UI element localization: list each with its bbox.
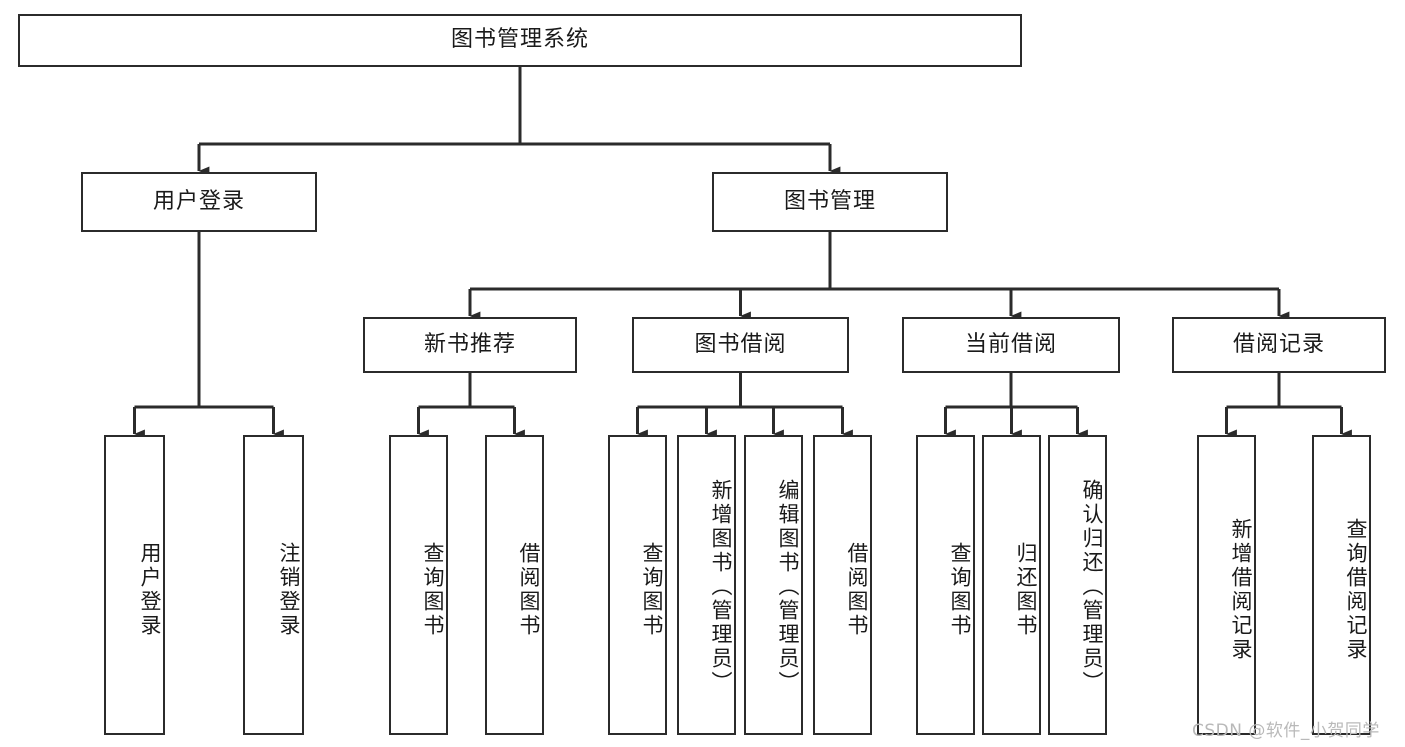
node-book-borrow-label: 图书借阅 <box>694 331 787 357</box>
leaf-query-books-current-label: 查询图书 <box>948 542 972 638</box>
leaf-user-login-label: 用户登录 <box>138 542 162 638</box>
node-current-borrow[interactable]: 当前借阅 <box>902 317 1120 373</box>
node-root[interactable]: 图书管理系统 <box>18 14 1022 67</box>
leaf-borrow-books-recommend-label: 借阅图书 <box>517 542 541 638</box>
leaf-return-books-label: 归还图书 <box>1014 542 1038 638</box>
node-book-management-label: 图书管理 <box>783 188 876 214</box>
node-borrow-record-label: 借阅记录 <box>1232 331 1325 357</box>
node-new-book-recommend-label: 新书推荐 <box>423 331 516 357</box>
leaf-confirm-return-admin[interactable]: 确认归还（管理员） <box>1048 435 1107 735</box>
leaf-confirm-return-admin-label: 确认归还（管理员） <box>1080 479 1104 695</box>
leaf-query-borrow-record[interactable]: 查询借阅记录 <box>1312 435 1371 735</box>
leaf-query-books-borrow[interactable]: 查询图书 <box>608 435 667 735</box>
leaf-query-borrow-record-label: 查询借阅记录 <box>1344 518 1368 662</box>
leaf-logout-login-label: 注销登录 <box>277 542 301 638</box>
csdn-watermark: CSDN @软件_小贺同学 <box>1192 721 1380 741</box>
leaf-borrow-books-recommend[interactable]: 借阅图书 <box>485 435 544 735</box>
leaf-query-books-borrow-label: 查询图书 <box>640 542 664 638</box>
node-user-login-label: 用户登录 <box>152 188 245 214</box>
node-user-login[interactable]: 用户登录 <box>81 172 317 232</box>
node-book-borrow[interactable]: 图书借阅 <box>632 317 849 373</box>
leaf-user-login[interactable]: 用户登录 <box>104 435 165 735</box>
leaf-add-borrow-record-label: 新增借阅记录 <box>1229 518 1253 662</box>
leaf-logout-login[interactable]: 注销登录 <box>243 435 304 735</box>
node-borrow-record[interactable]: 借阅记录 <box>1172 317 1386 373</box>
node-root-label: 图书管理系统 <box>450 27 589 53</box>
leaf-add-book-admin-label: 新增图书（管理员） <box>709 479 733 695</box>
leaf-edit-book-admin-label: 编辑图书（管理员） <box>776 479 800 695</box>
node-new-book-recommend[interactable]: 新书推荐 <box>363 317 577 373</box>
leaf-borrow-books[interactable]: 借阅图书 <box>813 435 872 735</box>
leaf-return-books[interactable]: 归还图书 <box>982 435 1041 735</box>
leaf-query-books-recommend-label: 查询图书 <box>421 542 445 638</box>
node-book-management[interactable]: 图书管理 <box>712 172 948 232</box>
leaf-query-books-recommend[interactable]: 查询图书 <box>389 435 448 735</box>
node-current-borrow-label: 当前借阅 <box>964 331 1057 357</box>
leaf-query-books-current[interactable]: 查询图书 <box>916 435 975 735</box>
leaf-add-borrow-record[interactable]: 新增借阅记录 <box>1197 435 1256 735</box>
leaf-add-book-admin[interactable]: 新增图书（管理员） <box>677 435 736 735</box>
leaf-edit-book-admin[interactable]: 编辑图书（管理员） <box>744 435 803 735</box>
leaf-borrow-books-label: 借阅图书 <box>845 542 869 638</box>
